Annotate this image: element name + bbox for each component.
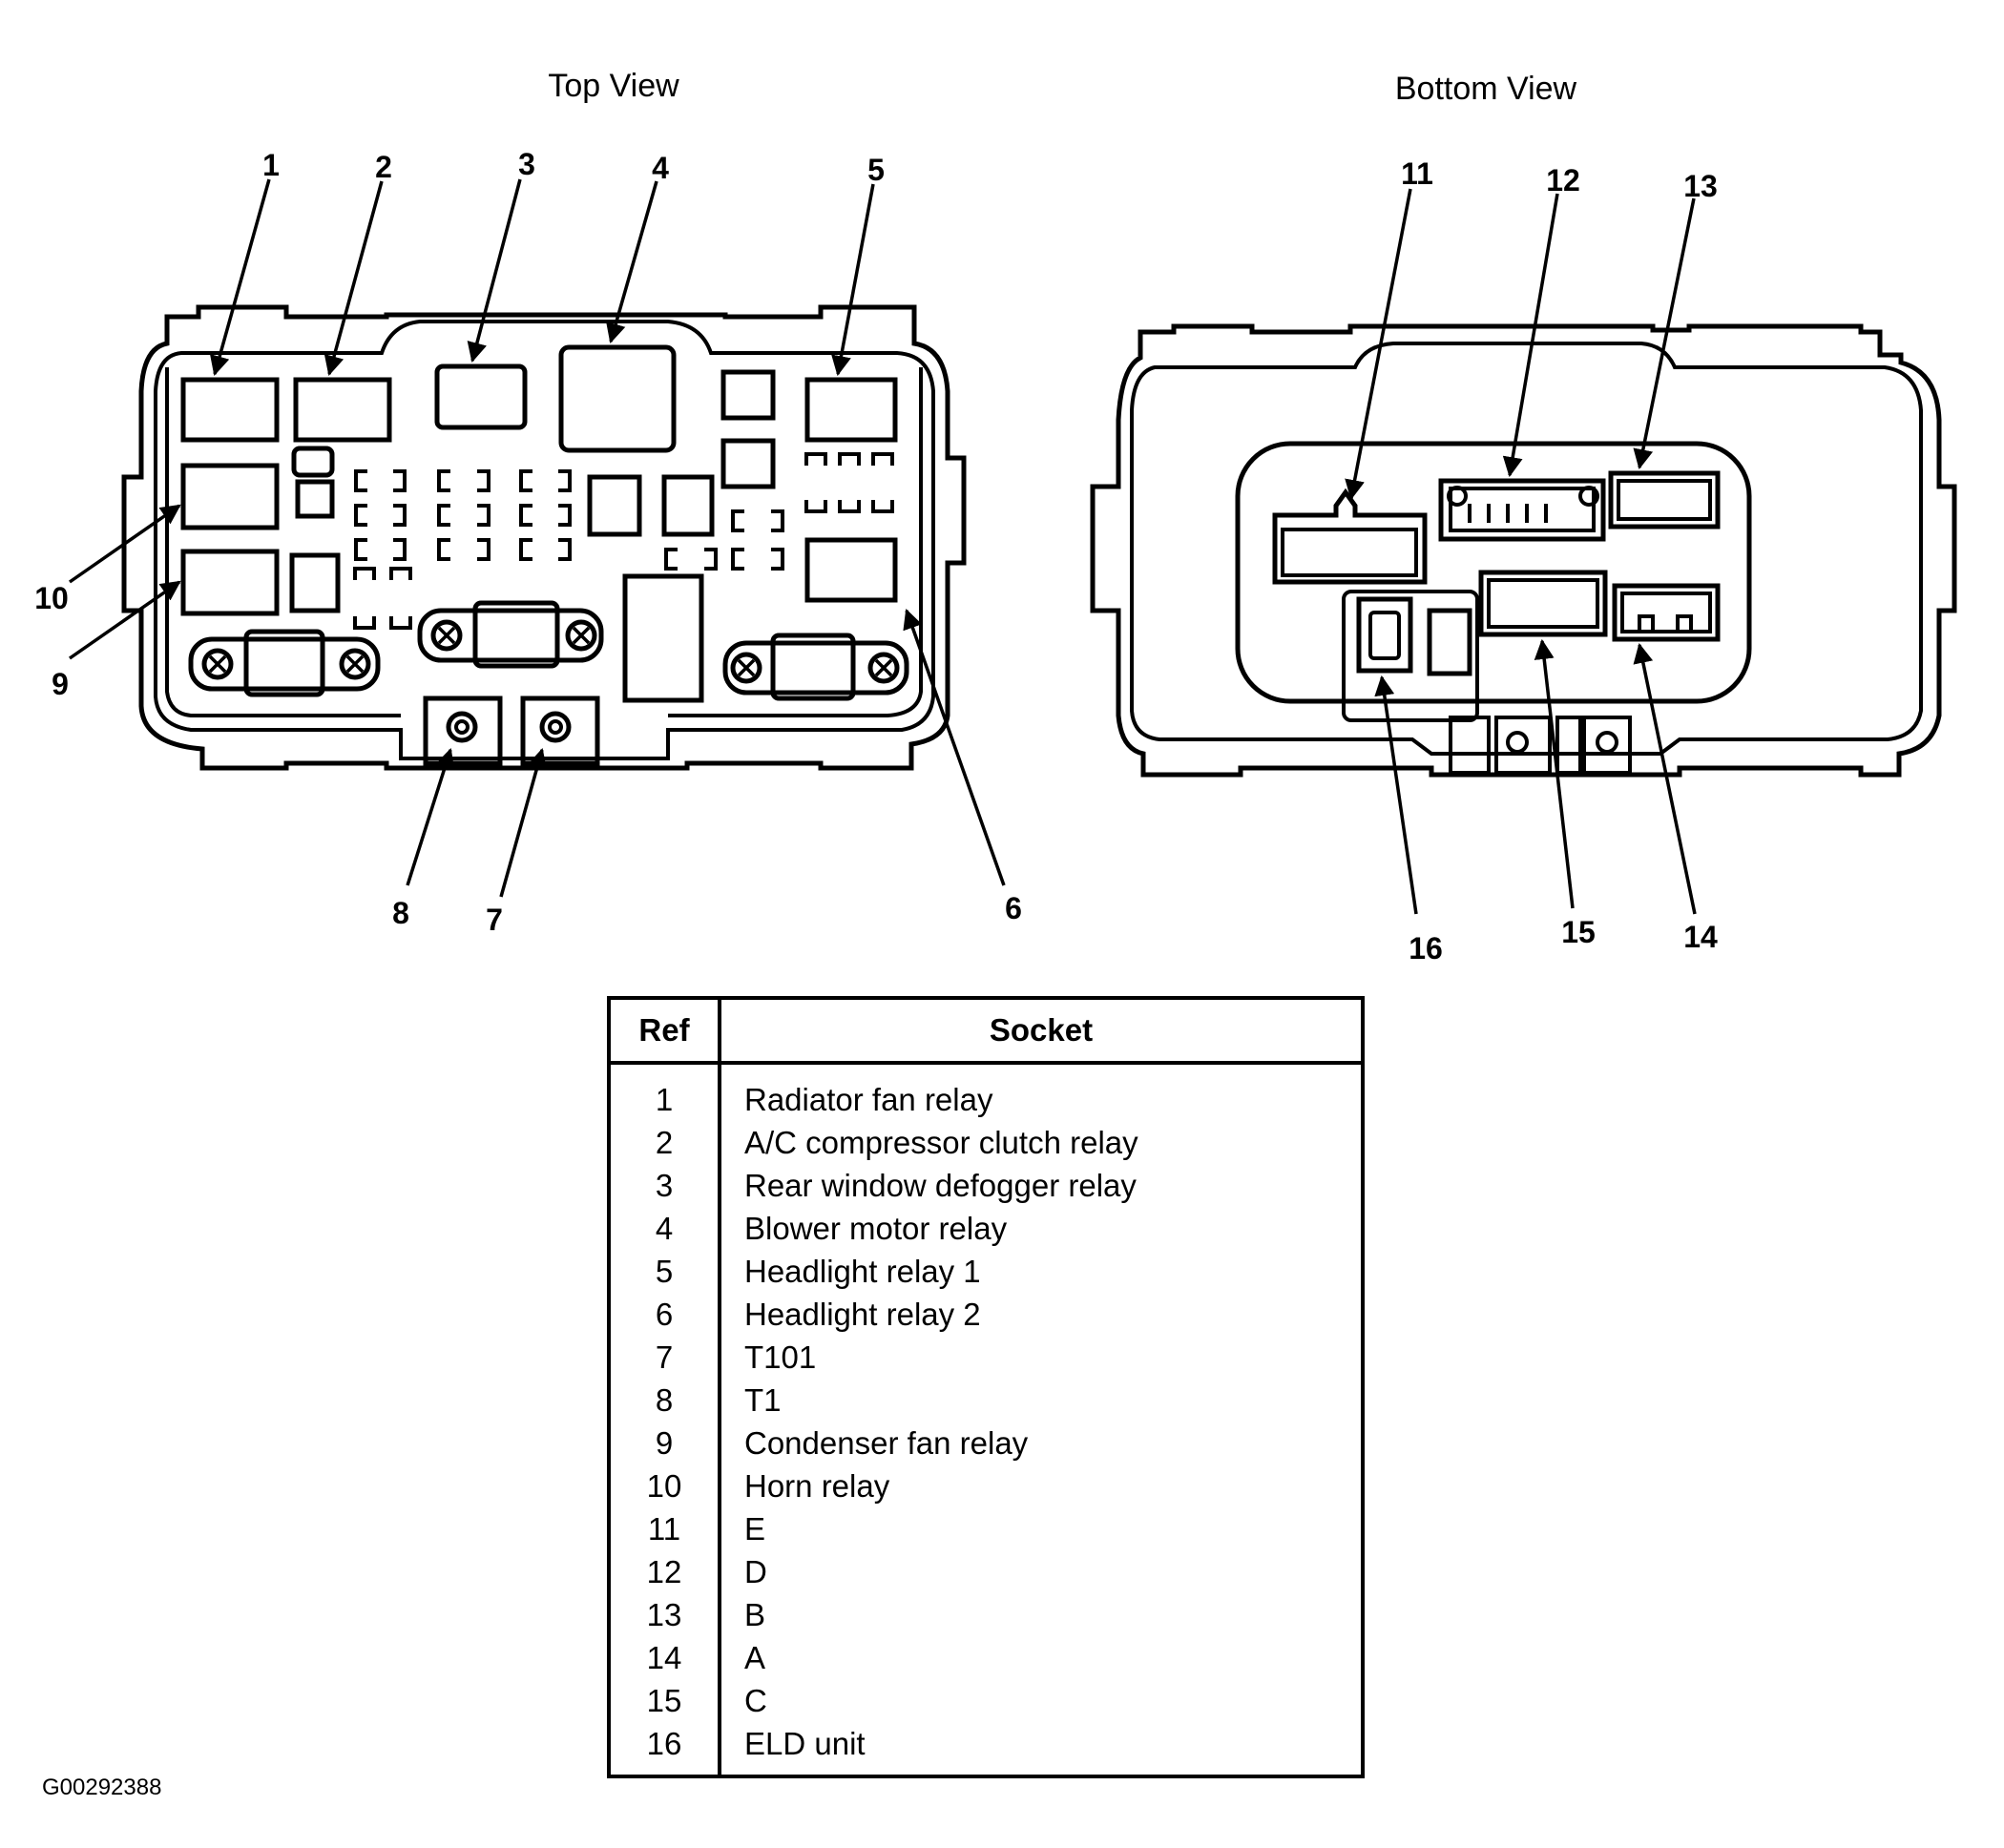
ref-cell: 5 [609, 1250, 721, 1293]
ref-column-header: Ref [609, 998, 721, 1065]
socket-column-header: Socket [720, 998, 1363, 1065]
ref-cell: 9 [609, 1422, 721, 1464]
top-view-leaders [69, 178, 1006, 898]
table-row: 9 Condenser fan relay [609, 1422, 1363, 1464]
table-row: 14 A [609, 1636, 1363, 1679]
socket-cell: Rear window defogger relay [744, 1168, 1137, 1203]
socket-cell: A [744, 1640, 766, 1675]
socket-legend-table: Ref Socket 1 Radiator fan relay 2 A/C comp… [607, 996, 1365, 1778]
table-row: 15 C [609, 1679, 1363, 1722]
table-row: 11 E [609, 1507, 1363, 1550]
callout-14: 14 [1683, 920, 1718, 954]
table-row: 12 D [609, 1550, 1363, 1593]
ref-cell: 8 [609, 1379, 721, 1422]
ref-cell: 3 [609, 1164, 721, 1207]
callout-8: 8 [392, 896, 409, 930]
ref-cell: 12 [609, 1550, 721, 1593]
socket-cell: Blower motor relay [744, 1211, 1008, 1246]
table-row: 4 Blower motor relay [609, 1207, 1363, 1250]
callout-5: 5 [867, 153, 885, 187]
ref-cell: 6 [609, 1293, 721, 1336]
figure-id: G00292388 [42, 1775, 162, 1800]
socket-cell: D [744, 1554, 767, 1589]
callout-13: 13 [1683, 169, 1718, 203]
callout-4: 4 [652, 151, 669, 185]
callout-3: 3 [518, 147, 535, 181]
callout-1: 1 [262, 148, 280, 182]
callout-7: 7 [486, 903, 503, 937]
socket-cell: C [744, 1683, 767, 1718]
table-header-row: Ref Socket [609, 998, 1363, 1065]
table-row: 3 Rear window defogger relay [609, 1164, 1363, 1207]
table-row: 7 T101 [609, 1336, 1363, 1379]
socket-cell: Headlight relay 1 [744, 1254, 981, 1289]
ref-cell: 16 [609, 1722, 721, 1776]
socket-cell: A/C compressor clutch relay [744, 1125, 1138, 1160]
callout-6: 6 [1005, 891, 1022, 925]
ref-cell: 2 [609, 1121, 721, 1164]
table-row: 6 Headlight relay 2 [609, 1293, 1363, 1336]
bottom-view-title: Bottom View [1395, 71, 1577, 107]
socket-cell: Headlight relay 2 [744, 1297, 981, 1332]
fuse-box-diagram: Top View Bottom View [34, 68, 1957, 966]
callout-10: 10 [34, 581, 69, 615]
ref-cell: 1 [609, 1063, 721, 1121]
bottom-view-housing [1090, 323, 1957, 778]
socket-cell: E [744, 1511, 766, 1547]
top-view-housing [121, 304, 967, 771]
ref-cell: 4 [609, 1207, 721, 1250]
table-row: 8 T1 [609, 1379, 1363, 1422]
table-row: 1 Radiator fan relay [609, 1063, 1363, 1121]
ref-cell: 11 [609, 1507, 721, 1550]
ref-cell: 15 [609, 1679, 721, 1722]
socket-cell: T1 [744, 1382, 782, 1418]
socket-cell: Horn relay [744, 1468, 890, 1504]
table-row: 13 B [609, 1593, 1363, 1636]
socket-cell: Condenser fan relay [744, 1425, 1029, 1461]
ref-cell: 10 [609, 1464, 721, 1507]
callout-2: 2 [375, 150, 392, 184]
ref-cell: 13 [609, 1593, 721, 1636]
ref-cell: 14 [609, 1636, 721, 1679]
table-row: 10 Horn relay [609, 1464, 1363, 1507]
callout-16: 16 [1409, 931, 1443, 966]
socket-cell: ELD unit [744, 1726, 866, 1761]
bottom-view-leaders [1345, 188, 1697, 915]
top-view-title: Top View [548, 68, 679, 104]
socket-cell: Radiator fan relay [744, 1082, 993, 1117]
ref-cell: 7 [609, 1336, 721, 1379]
callout-12: 12 [1546, 163, 1580, 197]
table-row: 2 A/C compressor clutch relay [609, 1121, 1363, 1164]
table-row: 16 ELD unit [609, 1722, 1363, 1776]
callout-9: 9 [52, 667, 69, 701]
callout-labels: 1 2 3 4 5 6 7 8 9 10 11 12 13 14 15 16 [34, 147, 1718, 966]
table-row: 5 Headlight relay 1 [609, 1250, 1363, 1293]
socket-cell: T101 [744, 1339, 817, 1375]
callout-15: 15 [1561, 915, 1596, 949]
socket-cell: B [744, 1597, 766, 1632]
callout-11: 11 [1401, 156, 1433, 191]
